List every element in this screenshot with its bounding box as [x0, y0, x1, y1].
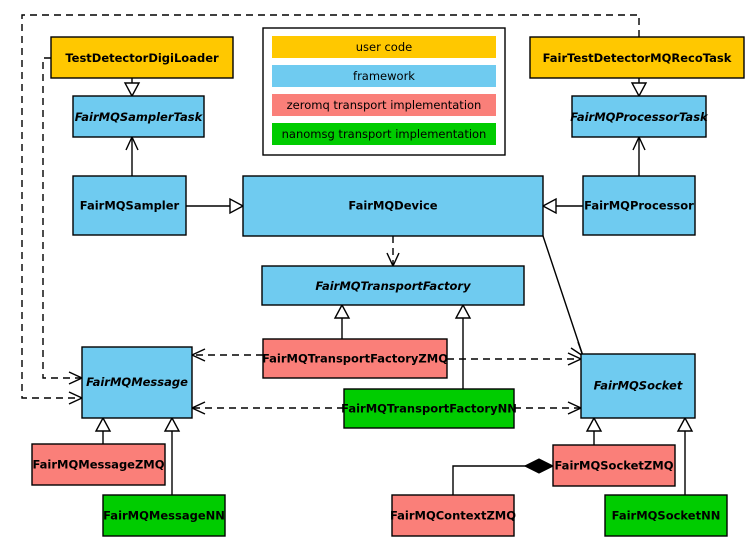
legend-item-zeromq: zeromq transport implementation [272, 94, 496, 116]
edge-factory-nn-inherits-factory [454, 303, 472, 389]
node-label: FairMQSampler [80, 199, 180, 213]
legend: user code framework zeromq transport imp… [262, 27, 506, 156]
node-fairmq-processor[interactable]: FairMQProcessor [582, 175, 696, 236]
legend-item-label: user code [356, 40, 412, 54]
node-box[interactable] [81, 346, 193, 419]
node-fairmq-message-nn[interactable]: FairMQMessageNN [102, 494, 226, 537]
node-box[interactable] [50, 36, 234, 79]
node-label: FairMQMessageNN [103, 509, 225, 523]
edge-reco-task-inherits-processor-task [630, 78, 648, 98]
node-box[interactable] [72, 95, 205, 138]
node-box[interactable] [72, 175, 187, 236]
edge-socket-nn-inherits-socket [676, 416, 694, 495]
edge-processor-to-processor-task [632, 135, 646, 176]
node-fairmq-transport-factory-nn[interactable]: FairMQTransportFactoryNN [341, 388, 517, 429]
node-box[interactable] [580, 353, 696, 419]
node-box[interactable] [582, 175, 696, 236]
node-box[interactable] [343, 388, 515, 429]
node-box[interactable] [261, 265, 525, 306]
node-box[interactable] [529, 36, 745, 79]
edge-factory-nn-creates-socket [514, 401, 583, 415]
edge-layer: FairMQSamplerTask (open arrow up) --> Fa [21, 14, 694, 495]
node-label: FairTestDetectorMQRecoTask [543, 51, 732, 65]
legend-item-nanomsg: nanomsg transport implementation [272, 123, 496, 145]
node-label: FairMQMessageZMQ [32, 458, 164, 472]
node-fairmq-socket-nn[interactable]: FairMQSocketNN [604, 494, 728, 537]
node-label: FairMQProcessor [584, 199, 694, 213]
node-fairmq-sampler-task[interactable]: FairMQSamplerTask [72, 95, 205, 138]
node-label: FairMQTransportFactory [315, 279, 471, 293]
edge-digi-loader-inherits-sampler-task [123, 78, 141, 98]
legend-item-label: framework [353, 69, 415, 83]
node-box[interactable] [552, 444, 676, 487]
node-label: FairMQSocketNN [612, 509, 721, 523]
node-label: FairMQSamplerTask [75, 110, 204, 124]
legend-item-label: zeromq transport implementation [287, 98, 482, 112]
edge-socket-zmq-inherits-socket [585, 416, 603, 445]
edge-sampler-inherits-device [186, 197, 245, 215]
edge-context-zmq-composed-in-socket-zmq [452, 458, 555, 495]
edge-message-zmq-inherits-message [94, 416, 112, 444]
legend-item-label: nanomsg transport implementation [282, 127, 487, 141]
node-test-detector-digi-loader[interactable]: TestDetectorDigiLoader [50, 36, 234, 79]
node-fairmq-socket-zmq[interactable]: FairMQSocketZMQ [552, 444, 676, 487]
node-label: FairMQSocketZMQ [555, 459, 674, 473]
edge-factory-zmq-creates-message [190, 348, 263, 362]
node-fairmq-socket[interactable]: FairMQSocket [580, 353, 696, 419]
node-fair-test-detector-mq-reco-task[interactable]: FairTestDetectorMQRecoTask [529, 36, 745, 79]
node-fairmq-device[interactable]: FairMQDevice [242, 175, 544, 237]
node-box[interactable] [262, 338, 448, 379]
node-layer: TestDetectorDigiLoader FairMQSamplerTask… [31, 36, 745, 537]
node-label: TestDetectorDigiLoader [65, 51, 219, 65]
node-fairmq-processor-task[interactable]: FairMQProcessorTask [570, 95, 709, 138]
node-box[interactable] [604, 494, 728, 537]
node-label: FairMQDevice [348, 199, 437, 213]
node-label: FairMQSocket [594, 379, 683, 393]
node-fairmq-sampler[interactable]: FairMQSampler [72, 175, 187, 236]
node-box[interactable] [31, 443, 166, 486]
node-box[interactable] [242, 175, 544, 237]
legend-swatch [272, 123, 496, 145]
node-fairmq-transport-factory[interactable]: FairMQTransportFactory [261, 265, 525, 306]
node-fairmq-message[interactable]: FairMQMessage [81, 346, 193, 419]
edge-factory-zmq-creates-socket [447, 352, 583, 366]
node-fairmq-context-zmq[interactable]: FairMQContextZMQ [390, 494, 516, 537]
node-label: FairMQTransportFactoryZMQ [262, 352, 448, 366]
edge-device-uses-socket [542, 235, 585, 358]
edge-device-uses-transport-factory [386, 236, 400, 268]
node-box[interactable] [571, 95, 707, 138]
node-fairmq-transport-factory-zmq[interactable]: FairMQTransportFactoryZMQ [262, 338, 448, 379]
legend-item-user-code: user code [272, 36, 496, 58]
node-label: FairMQMessage [86, 375, 188, 389]
node-label: FairMQTransportFactoryNN [341, 402, 517, 416]
node-label: FairMQProcessorTask [570, 110, 709, 124]
edge-factory-zmq-inherits-factory [333, 303, 351, 339]
legend-swatch [272, 94, 496, 116]
legend-item-framework: framework [272, 65, 496, 87]
edge-factory-nn-creates-message [190, 401, 344, 415]
node-fairmq-message-zmq[interactable]: FairMQMessageZMQ [31, 443, 166, 486]
legend-swatch [272, 65, 496, 87]
node-box[interactable] [391, 494, 515, 537]
node-label: FairMQContextZMQ [390, 509, 516, 523]
edge-sampler-to-sampler-task [125, 135, 139, 176]
node-box[interactable] [102, 494, 226, 537]
legend-swatch [272, 36, 496, 58]
edge-processor-inherits-device [541, 197, 583, 215]
edge-message-nn-inherits-message [163, 416, 181, 495]
